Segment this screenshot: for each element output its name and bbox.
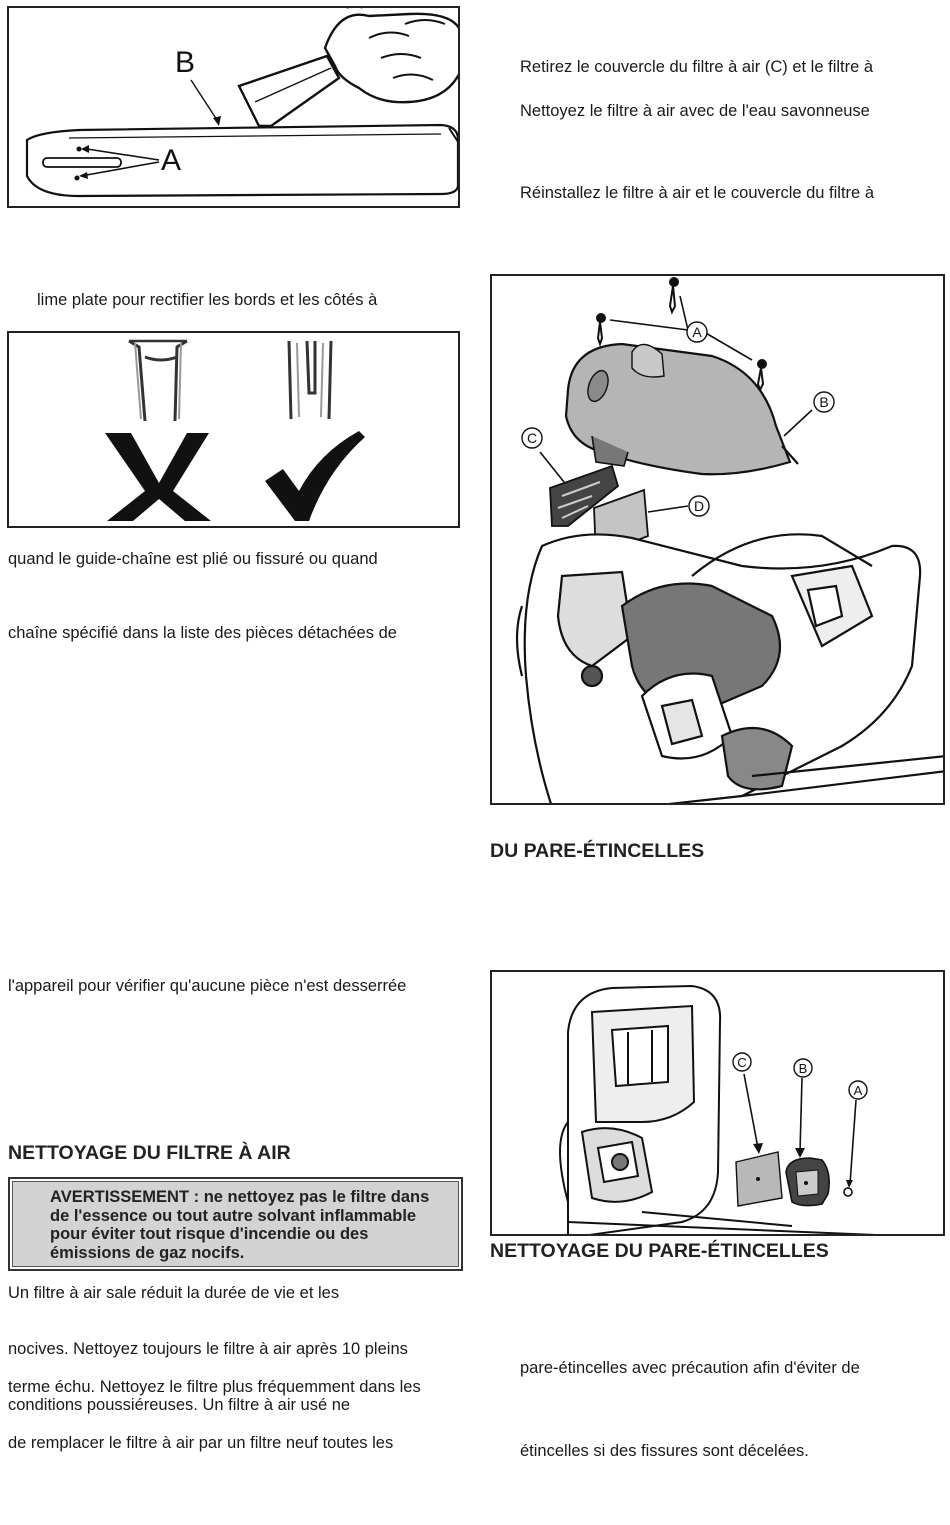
check-mark-icon <box>265 431 365 521</box>
chainsaw-body <box>515 533 943 803</box>
lime-text: lime plate pour rectifier les bords et l… <box>37 291 378 309</box>
chaine-text: chaîne spécifié dans la liste des pièces… <box>8 624 397 642</box>
warning-box: AVERTISSEMENT : ne nettoyez pas le filtr… <box>8 1177 463 1271</box>
wrong-mark-icon <box>105 433 211 521</box>
spark-label-a: A <box>854 1083 863 1098</box>
spark-arrester-figure: C B A <box>490 970 945 1236</box>
step-3: Réinstallez le filtre à air et le couver… <box>520 184 874 202</box>
guide-bar-figure: A B <box>7 6 460 208</box>
appareil-text: l'appareil pour vérifier qu'aucune pièce… <box>8 977 407 995</box>
para-3: terme échu. Nettoyez le filtre plus fréq… <box>8 1378 421 1414</box>
air-label-c: C <box>527 430 537 446</box>
air-filter-figure: A B C D <box>490 274 945 805</box>
spark-label-b: B <box>799 1061 808 1076</box>
air-label-b: B <box>819 394 828 410</box>
flat-file <box>237 54 341 128</box>
cutter-teeth-figure <box>7 331 460 528</box>
para-2: nocives. Nettoyez toujours le filtre à a… <box>8 1340 408 1358</box>
tooth-wrong-profile <box>128 339 188 422</box>
bar-label-a: A <box>161 144 181 177</box>
step-2: Nettoyez le filtre à air avec de l'eau s… <box>520 102 870 120</box>
spark-text-1: pare-étincelles avec précaution afin d'é… <box>520 1359 860 1377</box>
para-1: Un filtre à air sale réduit la durée de … <box>8 1284 340 1302</box>
spark-heading: NETTOYAGE DU PARE-ÉTINCELLES <box>490 1240 829 1262</box>
para-4: de remplacer le filtre à air par un filt… <box>8 1434 394 1452</box>
step-1: Retirez le couvercle du filtre à air (C)… <box>520 58 874 76</box>
muffler-body <box>559 984 876 1234</box>
screws <box>596 277 767 393</box>
spark-screw-a <box>843 1187 853 1197</box>
spark-heading-partial: DU PARE-ÉTINCELLES <box>490 840 705 862</box>
spark-label-c: C <box>737 1055 746 1070</box>
hand-drawing <box>323 12 458 104</box>
warning-text: AVERTISSEMENT : ne nettoyez pas le filtr… <box>50 1188 430 1262</box>
guide-text: quand le guide-chaîne est plié ou fissur… <box>8 550 378 568</box>
air-label-a: A <box>692 324 702 340</box>
guide-bar-shape <box>25 123 458 198</box>
air-filter-heading: NETTOYAGE DU FILTRE À AIR <box>8 1142 291 1164</box>
bar-slot <box>42 157 122 168</box>
spark-text-2: étincelles si des fissures sont décelées… <box>520 1442 809 1460</box>
filter-cover-c <box>549 464 620 527</box>
air-label-d: D <box>694 498 704 514</box>
tooth-right-profile <box>287 340 333 420</box>
bar-label-b: B <box>175 46 195 79</box>
